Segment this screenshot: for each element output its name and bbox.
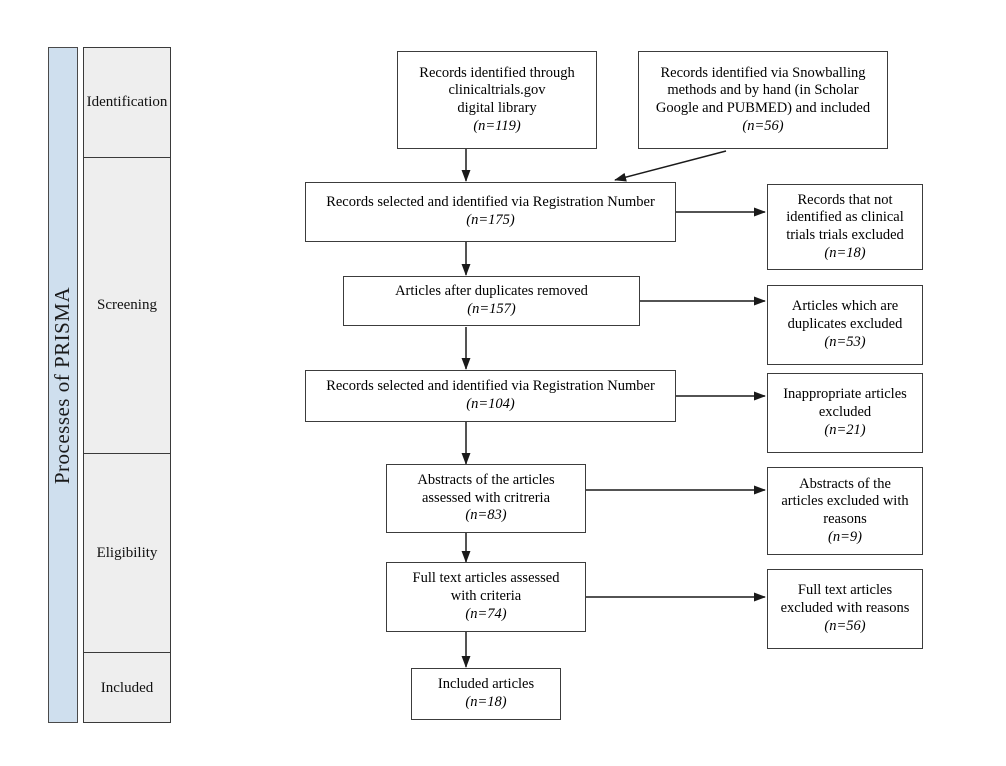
node-abstracts-83-line2: assessed with critreria (421, 489, 551, 506)
node-excluded-inappropriate-21-line2: excluded (818, 404, 872, 421)
node-source-clinicaltrials-line2: clinicaltrials.gov (448, 82, 546, 99)
node-excluded-fulltext-56[interactable]: Full text articles excluded with reasons… (767, 569, 923, 649)
node-excluded-inappropriate-21[interactable]: Inappropriate articles excluded (n=21) (767, 373, 923, 453)
node-excluded-fulltext-56-line2: excluded with reasons (780, 600, 910, 617)
node-excluded-abstracts-9-count: (n=9) (828, 528, 862, 545)
node-excluded-inappropriate-21-line1: Inappropriate articles (783, 386, 907, 403)
node-source-snowballing-line1: Records identified via Snowballing (660, 64, 866, 81)
node-excluded-duplicates-53-line1: Articles which are (791, 298, 899, 315)
node-source-snowballing[interactable]: Records identified via Snowballing metho… (638, 51, 888, 149)
node-excluded-duplicates-53[interactable]: Articles which are duplicates excluded (… (767, 285, 923, 365)
node-registration-175-count: (n=175) (466, 212, 515, 228)
node-excluded-abstracts-9[interactable]: Abstracts of the articles excluded with … (767, 467, 923, 555)
stage-column: Identification Screening Eligibility Inc… (83, 47, 171, 723)
node-source-clinicaltrials-count: (n=119) (473, 117, 521, 134)
stage-eligibility-label: Eligibility (96, 544, 158, 561)
node-included-18[interactable]: Included articles (n=18) (411, 668, 561, 720)
stage-identification-label: Identification (86, 94, 168, 110)
node-excluded-abstracts-9-line1: Abstracts of the (799, 475, 891, 492)
prisma-processes-banner: Processes of PRISMA (48, 47, 78, 723)
node-source-clinicaltrials-line1: Records identified through (419, 64, 575, 81)
stage-identification: Identification (84, 48, 170, 158)
node-registration-104[interactable]: Records selected and identified via Regi… (305, 370, 676, 422)
stage-included: Included (84, 653, 170, 724)
node-excluded-not-clinical-18-count: (n=18) (824, 244, 866, 261)
node-duplicates-removed-157-line1: Articles after duplicates removed (395, 283, 588, 300)
node-registration-104-count: (n=104) (466, 396, 515, 412)
node-registration-104-line1: Records selected and identified via Regi… (326, 378, 655, 395)
node-excluded-abstracts-9-line2: articles excluded with (781, 493, 909, 510)
node-source-snowballing-line2: methods and by hand (in Scholar (667, 82, 859, 99)
node-excluded-not-clinical-18-line2: identified as clinical (786, 209, 904, 226)
stage-eligibility: Eligibility (84, 454, 170, 653)
node-abstracts-83-count: (n=83) (465, 507, 507, 524)
node-excluded-fulltext-56-count: (n=56) (824, 617, 866, 634)
stage-screening-label: Screening (97, 297, 157, 313)
node-excluded-duplicates-53-count: (n=53) (824, 333, 866, 350)
node-excluded-inappropriate-21-count: (n=21) (824, 421, 866, 438)
node-abstracts-83[interactable]: Abstracts of the articles assessed with … (386, 464, 586, 533)
node-excluded-abstracts-9-line3: reasons (823, 511, 867, 527)
node-registration-175-line1: Records selected and identified via Regi… (326, 194, 655, 211)
node-excluded-not-clinical-18-line1: Records that not (797, 191, 893, 208)
stage-included-label: Included (100, 680, 154, 696)
node-fulltext-74-count: (n=74) (465, 605, 507, 622)
node-abstracts-83-line1: Abstracts of the articles (417, 471, 555, 488)
node-included-18-line1: Included articles (437, 676, 535, 693)
node-registration-175[interactable]: Records selected and identified via Regi… (305, 182, 676, 242)
node-duplicates-removed-157-count: (n=157) (467, 301, 516, 317)
node-fulltext-74-line2: with criteria (450, 588, 522, 605)
stage-screening: Screening (84, 158, 170, 454)
node-duplicates-removed-157[interactable]: Articles after duplicates removed (n=157… (343, 276, 640, 326)
node-fulltext-74-line1: Full text articles assessed (412, 570, 560, 587)
node-excluded-not-clinical-18-line3: trials trials excluded (786, 227, 904, 243)
edge-snowballing-to-registration175 (614, 150, 727, 182)
node-included-18-count: (n=18) (465, 694, 507, 710)
node-source-snowballing-count: (n=56) (742, 117, 784, 134)
prisma-banner-label: Processes of PRISMA (50, 286, 75, 484)
node-excluded-duplicates-53-line2: duplicates excluded (787, 316, 903, 333)
node-excluded-not-clinical-18[interactable]: Records that not identified as clinical … (767, 184, 923, 270)
node-fulltext-74[interactable]: Full text articles assessed with criteri… (386, 562, 586, 632)
node-source-snowballing-line3: Google and PUBMED) and included (655, 100, 871, 116)
node-source-clinicaltrials[interactable]: Records identified through clinicaltrial… (397, 51, 597, 149)
node-excluded-fulltext-56-line1: Full text articles (797, 582, 893, 599)
node-source-clinicaltrials-line3: digital library (457, 100, 537, 116)
